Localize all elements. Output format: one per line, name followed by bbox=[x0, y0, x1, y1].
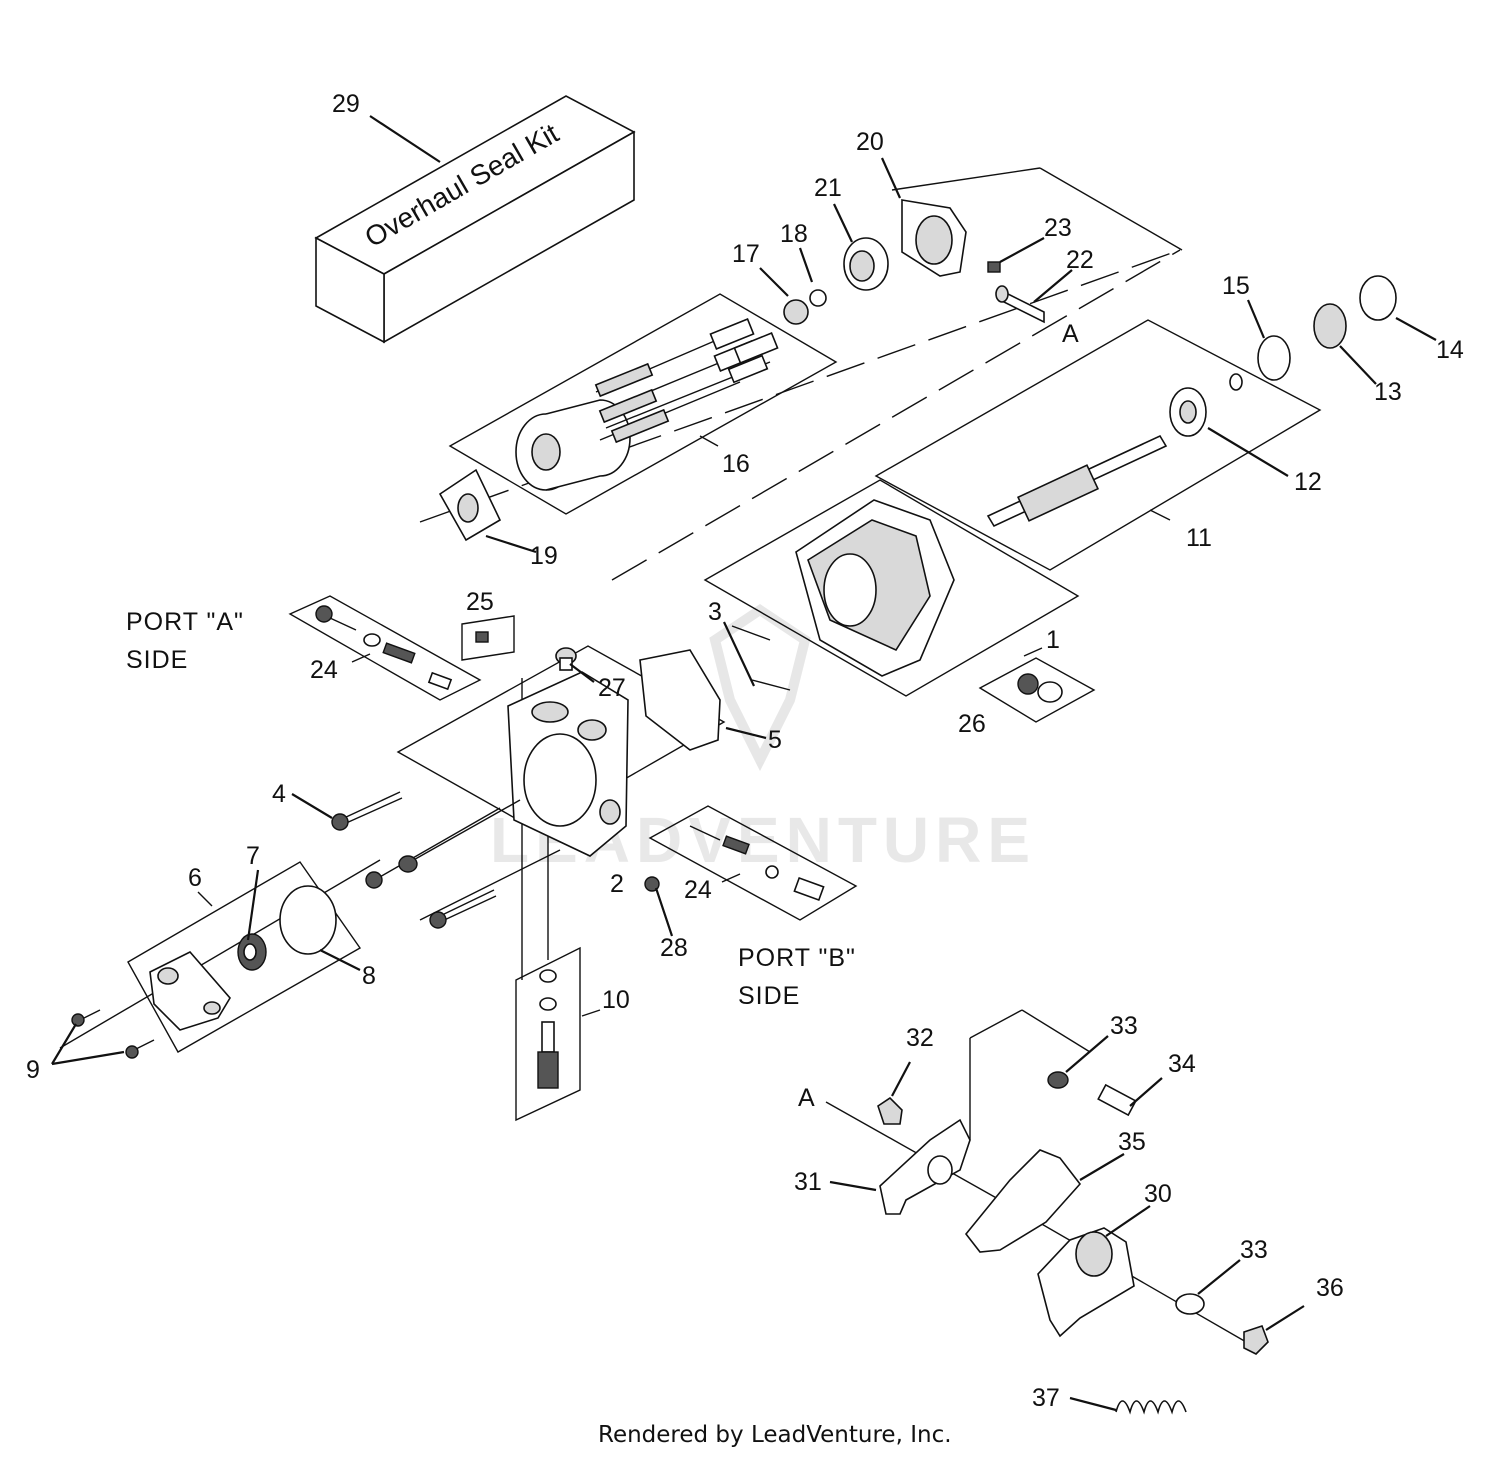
callout-36: 36 bbox=[1316, 1274, 1344, 1302]
center-section-box bbox=[396, 645, 726, 831]
part-25-spring bbox=[475, 631, 489, 643]
callout-9: 9 bbox=[26, 1056, 40, 1084]
callout-10: 10 bbox=[602, 986, 630, 1014]
callout-23: 23 bbox=[1044, 214, 1072, 242]
callout-13: 13 bbox=[1374, 378, 1402, 406]
callout-numbers: 29 20 21 17 18 23 22 15 14 13 16 12 19 1… bbox=[26, 90, 1464, 1412]
callout-11: 11 bbox=[1186, 524, 1212, 552]
part-8-o-ring bbox=[279, 885, 337, 955]
leader-arrows bbox=[51, 115, 1437, 1412]
port-a-label: PORT "A" SIDE bbox=[126, 608, 244, 674]
relief-valve-box-a bbox=[288, 595, 482, 701]
callout-3: 3 bbox=[708, 598, 722, 626]
callout-26: 26 bbox=[958, 710, 986, 738]
part-16-cylinder-block-pistons bbox=[515, 318, 779, 491]
part-17-18-washers bbox=[783, 289, 827, 325]
callout-29: 29 bbox=[332, 90, 360, 118]
ref-mark-a-top: A bbox=[1062, 320, 1079, 348]
callout-7: 7 bbox=[246, 842, 260, 870]
part-28-plug bbox=[644, 876, 660, 892]
callout-35: 35 bbox=[1118, 1128, 1146, 1156]
part-6-charge-pump-cover bbox=[149, 951, 231, 1031]
charge-pump-box bbox=[127, 861, 362, 1053]
port-a-line-1: PORT "A" bbox=[126, 608, 244, 636]
callout-1: 1 bbox=[1046, 626, 1060, 654]
part-24-relief-valve-b bbox=[689, 825, 825, 902]
part-19-thrust-plate bbox=[438, 468, 502, 542]
part-3-dowel-pins bbox=[731, 625, 791, 691]
callout-28: 28 bbox=[660, 934, 688, 962]
callout-20: 20 bbox=[856, 128, 884, 156]
part-22-23-trunnion bbox=[987, 261, 1045, 324]
part-24-relief-valve-a bbox=[315, 605, 453, 691]
overhaul-seal-kit-box: Overhaul Seal Kit bbox=[314, 95, 636, 344]
part-1-housing bbox=[795, 499, 955, 677]
seal-box-26 bbox=[978, 657, 1096, 723]
callout-18: 18 bbox=[780, 220, 808, 248]
callout-30: 30 bbox=[1144, 1180, 1172, 1208]
callout-37: 37 bbox=[1032, 1384, 1060, 1412]
port-a-line-2: SIDE bbox=[126, 646, 188, 674]
assembly-guides bbox=[59, 167, 1322, 1351]
part-9-screws bbox=[71, 1009, 155, 1059]
part-26-seal bbox=[1017, 673, 1063, 703]
callout-4: 4 bbox=[272, 780, 286, 808]
callout-19: 19 bbox=[530, 542, 558, 570]
part-11-input-shaft bbox=[986, 434, 1168, 528]
box-25 bbox=[461, 615, 515, 661]
part-7-gerotor bbox=[237, 933, 267, 971]
part-12-bearing bbox=[1169, 387, 1207, 437]
part-27-plug bbox=[555, 647, 577, 671]
callout-24-b: 24 bbox=[684, 876, 712, 904]
callout-24-a: 24 bbox=[310, 656, 338, 684]
callout-21: 21 bbox=[814, 174, 842, 202]
callout-33-b: 33 bbox=[1240, 1236, 1268, 1264]
callout-2: 2 bbox=[610, 870, 624, 898]
callout-12: 12 bbox=[1294, 468, 1322, 496]
callout-32: 32 bbox=[906, 1024, 934, 1052]
bypass-valve-box bbox=[515, 946, 581, 1122]
callout-33-a: 33 bbox=[1110, 1012, 1138, 1040]
part-center-section bbox=[507, 671, 629, 857]
part-4-bolts bbox=[331, 791, 521, 929]
footer-credit: Rendered by LeadVenture, Inc. bbox=[598, 1422, 952, 1448]
callout-27: 27 bbox=[598, 674, 626, 702]
callout-6: 6 bbox=[188, 864, 202, 892]
relief-valve-box-b bbox=[648, 805, 858, 921]
piston-kit-box bbox=[448, 293, 838, 515]
callout-25: 25 bbox=[466, 588, 494, 616]
part-10-bypass-valve bbox=[537, 969, 559, 1089]
part-13-14-15-seals bbox=[1229, 275, 1397, 391]
parts-30-36-control-arm-linkage bbox=[877, 1071, 1269, 1415]
port-b-line-2: SIDE bbox=[738, 982, 800, 1010]
ref-mark-a-bottom: A bbox=[798, 1084, 815, 1112]
callout-5: 5 bbox=[768, 726, 782, 754]
port-b-label: PORT "B" SIDE bbox=[738, 944, 856, 1010]
part-20-swashplate-bearing bbox=[901, 199, 967, 277]
part-21-seal bbox=[843, 237, 889, 291]
part-5-gasket bbox=[639, 649, 721, 751]
callout-8: 8 bbox=[362, 962, 376, 990]
callout-14: 14 bbox=[1436, 336, 1464, 364]
housing-box bbox=[703, 479, 1080, 697]
port-b-line-1: PORT "B" bbox=[738, 944, 856, 972]
callout-34: 34 bbox=[1168, 1050, 1196, 1078]
callout-17: 17 bbox=[732, 240, 760, 268]
callout-31: 31 bbox=[794, 1168, 822, 1196]
callout-16: 16 bbox=[722, 450, 750, 478]
callout-15: 15 bbox=[1222, 272, 1250, 300]
callout-22: 22 bbox=[1066, 246, 1094, 274]
shaft-kit-box bbox=[874, 319, 1322, 571]
